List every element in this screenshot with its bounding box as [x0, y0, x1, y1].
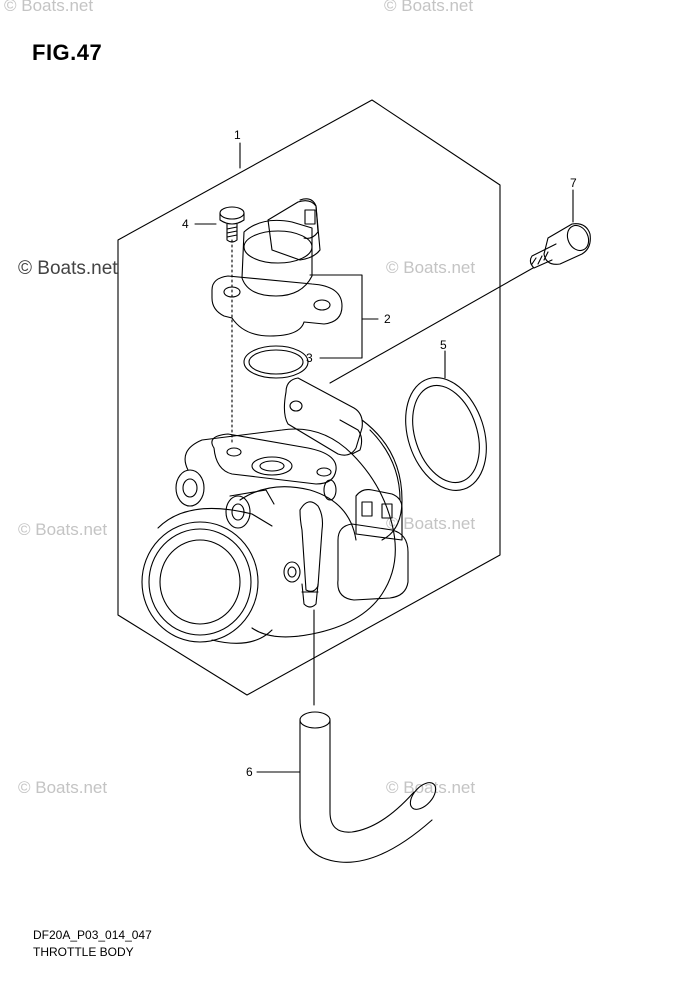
watermark: © Boats.net [386, 514, 476, 533]
callout-5: 5 [440, 338, 447, 352]
axis-bolt-7 [329, 267, 534, 384]
hose-part-6 [299, 711, 437, 863]
watermark: © Boats.net [384, 0, 474, 15]
callout-1: 1 [234, 128, 241, 142]
callout-3: 3 [306, 351, 313, 365]
figure-title: FIG.47 [32, 40, 103, 65]
watermark: © Boats.net [18, 520, 108, 539]
sensor-part-2 [211, 198, 343, 337]
gasket-part-5 [405, 377, 487, 491]
watermark: © Boats.net [386, 778, 476, 797]
drawing-code: DF20A_P03_014_047 [33, 928, 152, 942]
callout-6: 6 [246, 765, 253, 779]
leader-2 [309, 274, 363, 359]
watermark: © Boats.net [18, 778, 108, 797]
watermark: © Boats.net [4, 0, 94, 15]
callout-7: 7 [570, 176, 577, 190]
diagram-caption: THROTTLE BODY [33, 945, 134, 959]
throttle-body [141, 377, 409, 644]
bolt-part-7 [529, 223, 591, 269]
oring-part-3 [243, 345, 309, 379]
watermark: © Boats.net [18, 258, 118, 279]
watermark: © Boats.net [386, 258, 476, 277]
assembly-box [117, 99, 501, 696]
callout-4: 4 [182, 217, 189, 231]
callout-2: 2 [384, 312, 391, 326]
screw-part-4 [219, 206, 245, 243]
